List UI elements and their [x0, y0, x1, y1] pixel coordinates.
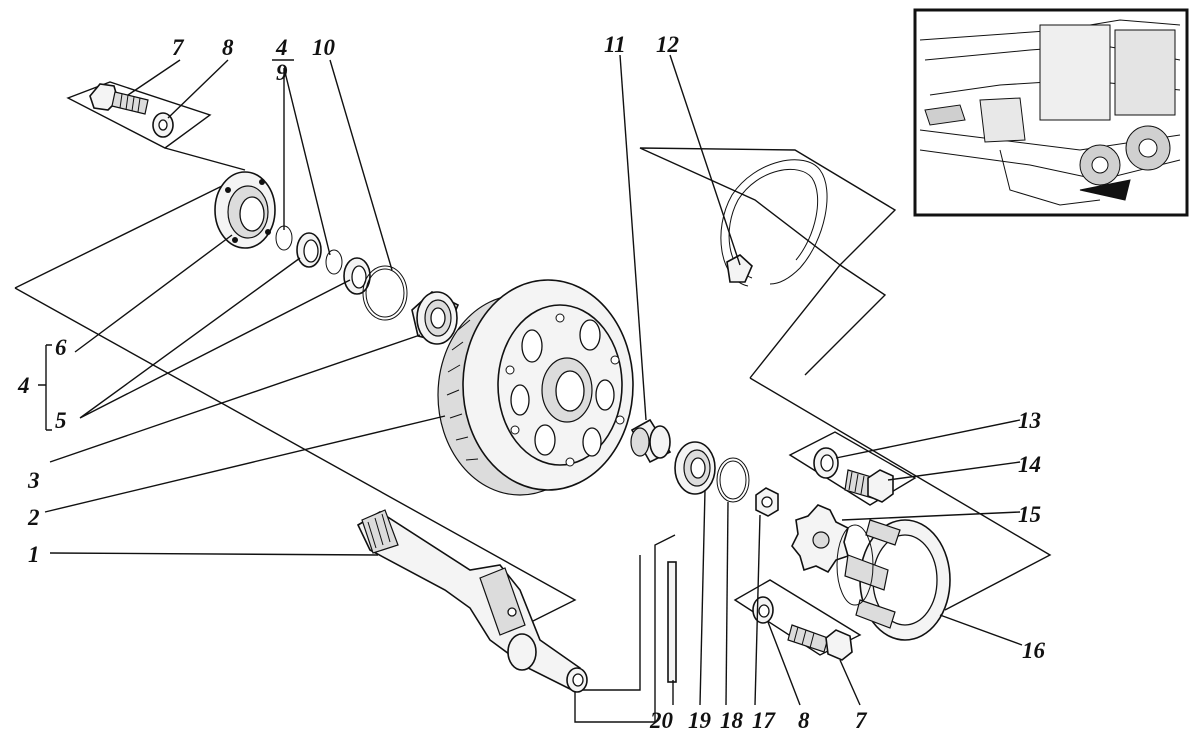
label-20: 20 — [649, 708, 674, 733]
plug-14 — [844, 469, 894, 503]
label-19: 19 — [688, 708, 712, 733]
drive-wheel — [437, 279, 634, 496]
bolt-bottom — [787, 624, 853, 661]
retaining-ring-12 — [720, 159, 828, 287]
label-4-bracket: 4 — [17, 373, 30, 398]
axle-shaft-1 — [356, 509, 588, 693]
label-2: 2 — [27, 505, 40, 530]
label-17: 17 — [752, 708, 777, 733]
label-15: 15 — [1018, 502, 1041, 527]
label-1: 1 — [28, 542, 40, 567]
label-18: 18 — [720, 708, 744, 733]
label-12: 12 — [656, 32, 679, 57]
washer-top — [152, 112, 174, 138]
label-6: 6 — [55, 335, 67, 360]
washer-bottom — [752, 596, 774, 624]
flange-cover — [214, 171, 276, 249]
cover-16 — [836, 519, 951, 641]
snap-ring-10 — [362, 265, 408, 321]
label-16: 16 — [1022, 638, 1046, 663]
assembly-guide-lines — [14, 81, 1052, 723]
lock-washer-15 — [791, 504, 849, 574]
label-13: 13 — [1018, 408, 1041, 433]
label-11: 11 — [604, 32, 626, 57]
label-4-top: 4 — [275, 35, 288, 60]
label-10: 10 — [312, 35, 336, 60]
label-9-top: 9 — [276, 60, 288, 85]
label-5: 5 — [55, 408, 67, 433]
label-8-bottom: 8 — [798, 708, 810, 733]
seal-rings — [275, 225, 371, 295]
label-14: 14 — [1018, 452, 1041, 477]
nut-17 — [755, 487, 779, 517]
key-20 — [667, 561, 677, 683]
bolt-top — [89, 83, 149, 115]
label-8-top: 8 — [222, 35, 234, 60]
bearing-19 — [674, 441, 716, 495]
label-3: 3 — [27, 468, 40, 493]
part-labels: 7 8 4 9 10 11 12 6 4 5 3 2 1 13 14 15 16… — [17, 32, 1046, 733]
o-ring-18 — [716, 457, 750, 503]
label-7-bottom: 7 — [855, 708, 868, 733]
washer-13 — [813, 447, 839, 479]
bushing-11 — [630, 418, 672, 464]
vehicle-inset — [913, 8, 1189, 217]
leader-lines — [38, 54, 1023, 706]
bearing-3 — [411, 291, 460, 345]
label-7-top: 7 — [172, 35, 185, 60]
